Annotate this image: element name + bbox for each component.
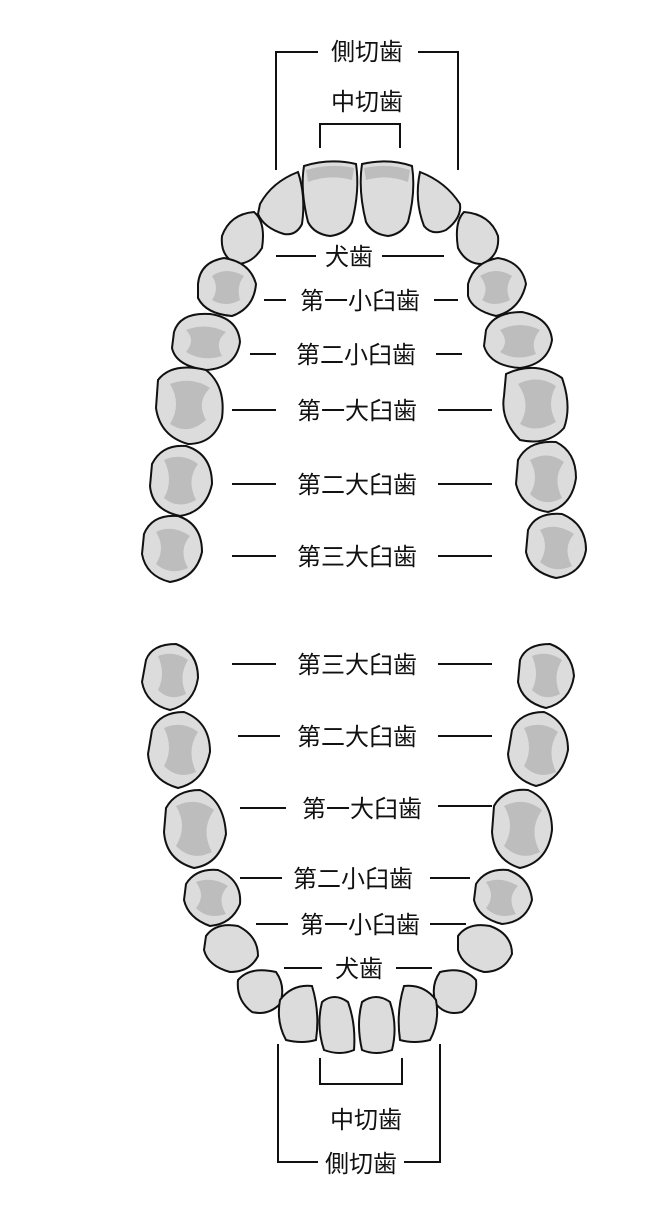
upper-first-molar-label: 第一大臼歯 — [297, 397, 417, 425]
upper-second-premolar-label: 第二小臼歯 — [296, 341, 416, 369]
lower-second-molar-right-fissure — [524, 724, 558, 775]
upper-second-molar-right-fissure — [530, 455, 564, 503]
lower-central-incisor-left — [318, 996, 356, 1054]
lower-first-premolar-label: 第一小臼歯 — [300, 911, 420, 939]
lower-arch — [140, 642, 576, 1054]
upper-first-premolar-left-fissure — [212, 271, 244, 304]
upper-central-incisor-left-shade — [306, 165, 354, 182]
upper-second-molar-label: 第二大臼歯 — [297, 471, 417, 499]
upper-central-incisor-left — [301, 160, 359, 238]
upper-first-molar-left-fissure — [170, 380, 210, 430]
lower-central-incisor-right — [358, 996, 396, 1054]
lower-third-molar-label: 第三大臼歯 — [297, 651, 417, 679]
lower-lateral-incisor-left — [277, 984, 319, 1043]
upper-lateral-incisor-right — [416, 170, 462, 234]
lower-second-premolar-right-fissure — [486, 879, 518, 916]
upper-first-premolar-right-fissure — [480, 271, 512, 304]
upper-lateral-incisor-label: 側切歯 — [331, 38, 403, 66]
upper-central-incisor-right — [359, 160, 415, 238]
lower-leaders — [232, 663, 492, 1163]
lower-third-molar-left-fissure — [158, 653, 188, 698]
lower-second-premolar-left-fissure — [196, 879, 228, 916]
lower-first-molar-right-fissure — [504, 801, 542, 856]
upper-canine-label: 犬歯 — [325, 243, 373, 271]
lower-canine-label: 犬歯 — [335, 955, 383, 983]
upper-third-molar-right-fissure — [540, 526, 574, 570]
lower-second-molar-left-fissure — [164, 724, 198, 775]
upper-first-premolar-label: 第一小臼歯 — [300, 287, 420, 315]
upper-second-premolar-left-fissure — [186, 326, 226, 359]
lower-second-molar-label: 第二大臼歯 — [297, 723, 417, 751]
upper-first-molar-right-fissure — [518, 379, 556, 429]
lower-third-molar-right-fissure — [532, 653, 562, 698]
lower-central-incisor-label: 中切歯 — [330, 1106, 402, 1134]
lower-first-molar-label: 第一大臼歯 — [302, 795, 422, 823]
upper-central-incisor-label: 中切歯 — [331, 88, 403, 116]
lower-first-premolar-right — [457, 924, 514, 974]
upper-canine-right — [455, 210, 500, 266]
lower-lateral-incisor-label: 側切歯 — [325, 1150, 397, 1178]
lower-first-molar-left-fissure — [176, 801, 214, 856]
upper-second-molar-left-fissure — [164, 456, 198, 505]
upper-leaders — [232, 51, 492, 557]
upper-canine-left — [220, 210, 264, 266]
lower-first-premolar-left — [202, 924, 260, 974]
upper-arch — [140, 160, 588, 584]
upper-third-molar-label: 第三大臼歯 — [297, 543, 417, 571]
upper-central-incisor-right-shade — [364, 165, 410, 182]
lower-lateral-incisor-right — [397, 984, 439, 1043]
upper-third-molar-left-fissure — [156, 528, 190, 572]
lower-second-premolar-label: 第二小臼歯 — [293, 865, 413, 893]
upper-lateral-incisor-left — [256, 170, 305, 236]
lower-canine-right — [432, 969, 478, 1014]
lower-canine-left — [236, 969, 284, 1014]
upper-second-premolar-right-fissure — [500, 325, 540, 358]
